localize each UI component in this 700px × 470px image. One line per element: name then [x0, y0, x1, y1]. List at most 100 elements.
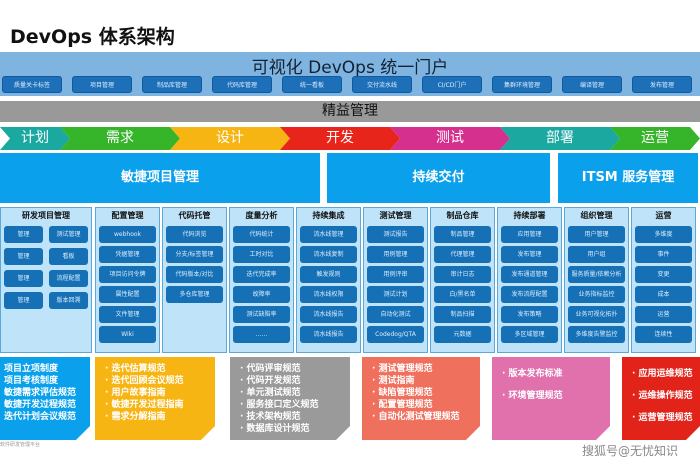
portal-button[interactable]: 项目管理: [72, 76, 132, 93]
module-item[interactable]: 多维度: [635, 226, 692, 243]
module-item[interactable]: 制品管理: [434, 226, 491, 243]
module-item[interactable]: 多仓库管理: [166, 286, 223, 303]
module-item[interactable]: 元数据: [434, 326, 491, 343]
footer-text: 软件研发管理平台: [0, 442, 41, 448]
portal-button[interactable]: 制品库管理: [142, 76, 202, 93]
note-item: · 缺陷管理规范: [372, 388, 433, 398]
note-item: · 代码开发规范: [240, 376, 301, 386]
portal-button[interactable]: 质量关卡标签: [2, 76, 62, 93]
module-item[interactable]: 发布流程配置: [501, 286, 558, 303]
module-item[interactable]: 流水线权限: [300, 286, 357, 303]
module-column: 组织管理用户管理用户组服务质量/依赖分析业务指标监控业务可视化拓扑多维度告警监控: [564, 207, 629, 353]
module-item[interactable]: 制品扫描: [434, 306, 491, 323]
note-item: 敏捷需求评估规范: [4, 388, 77, 398]
module-item[interactable]: 流水线管理: [300, 226, 357, 243]
module-item[interactable]: 业务指标监控: [568, 286, 625, 303]
note-item: · 用户故事指南: [105, 388, 166, 398]
module-item[interactable]: 流水线报告: [300, 326, 357, 343]
module-item[interactable]: 用户组: [568, 246, 625, 263]
module-item[interactable]: 凭据管理: [99, 246, 156, 263]
module-item[interactable]: 文件管理: [99, 306, 156, 323]
module-item[interactable]: 发布管理: [501, 246, 558, 263]
module-item[interactable]: 分支/标签管理: [166, 246, 223, 263]
module-column: 代码托管代码浏览分支/标签管理代码版本/对比多仓库管理: [162, 207, 227, 353]
portal-button[interactable]: 交付流水线: [352, 76, 412, 93]
module-item[interactable]: 测试计划: [367, 286, 424, 303]
module-item[interactable]: 发布通道管理: [501, 266, 558, 283]
standards-note: · 迭代估算规范· 迭代回顾会议规范· 用户故事指南· 敏捷开发过程指南· 需求…: [95, 357, 215, 440]
note-item: · 应用运维规范: [632, 369, 693, 379]
module-item[interactable]: 管理: [4, 270, 43, 287]
module-item[interactable]: 发布策略: [501, 306, 558, 323]
module-item[interactable]: 白/黑名单: [434, 286, 491, 303]
module-item[interactable]: 项目访问令牌: [99, 266, 156, 283]
module-item[interactable]: 代码统计: [233, 226, 290, 243]
module-item[interactable]: 审计日志: [434, 266, 491, 283]
module-item[interactable]: 管理: [4, 226, 43, 243]
note-item: · 代码评审规范: [240, 364, 301, 374]
column-title: 组织管理: [580, 211, 613, 220]
module-item[interactable]: Codedog/QTA: [367, 326, 424, 343]
module-item[interactable]: 流程配置: [49, 270, 88, 287]
module-item[interactable]: 用例管理: [367, 246, 424, 263]
portal-title: 可视化 DevOps 统一门户: [251, 58, 449, 78]
module-item[interactable]: 多区域管理: [501, 326, 558, 343]
module-item[interactable]: 代码浏览: [166, 226, 223, 243]
module-item[interactable]: 代码版本/对比: [166, 266, 223, 283]
page-title: DevOps 体系架构: [10, 26, 175, 48]
note-item: · 运维操作规范: [632, 391, 693, 401]
note-item: 迭代计划会议规范: [4, 412, 77, 422]
module-item[interactable]: 多维度告警监控: [568, 326, 625, 343]
portal-button[interactable]: 代码库管理: [212, 76, 272, 93]
module-item[interactable]: 测试缺陷率: [233, 306, 290, 323]
module-item[interactable]: 触发规则: [300, 266, 357, 283]
portal-button[interactable]: 统一看板: [282, 76, 342, 93]
module-item[interactable]: 业务可视化拓扑: [568, 306, 625, 323]
portal-button[interactable]: 发布管理: [632, 76, 692, 93]
module-item[interactable]: 连续性: [635, 326, 692, 343]
portal-button[interactable]: CI/CD门户: [422, 76, 482, 93]
phase-5: 部署: [500, 127, 620, 150]
column-title: 测试管理: [379, 211, 412, 220]
module-item[interactable]: 属性配置: [99, 286, 156, 303]
module-item[interactable]: Wiki: [99, 326, 156, 343]
module-item[interactable]: 管理: [4, 292, 43, 309]
module-item[interactable]: 成本: [635, 286, 692, 303]
module-item[interactable]: 测试管理: [49, 226, 88, 243]
standards-note: · 版本发布标准· 环境管理规范: [492, 357, 610, 440]
note-item: · 技术架构规范: [240, 412, 301, 422]
module-item[interactable]: 代理管理: [434, 246, 491, 263]
module-item[interactable]: 测试报告: [367, 226, 424, 243]
column-title: 持续部署: [513, 211, 546, 220]
module-item[interactable]: 用例评审: [367, 266, 424, 283]
module-item[interactable]: 流水线报告: [300, 306, 357, 323]
phase-1: 需求: [60, 127, 180, 150]
pillar: ITSM 服务管理: [558, 153, 698, 203]
module-item[interactable]: 迭代完成率: [233, 266, 290, 283]
module-item[interactable]: 自动化测试: [367, 306, 424, 323]
standards-note: · 代码评审规范· 代码开发规范· 单元测试规范· 服务接口定义规范· 技术架构…: [230, 357, 350, 440]
portal-button[interactable]: 集群环境管理: [492, 76, 552, 93]
module-item[interactable]: 管理: [4, 248, 43, 265]
module-item[interactable]: 看板: [49, 248, 88, 265]
module-item[interactable]: 故障率: [233, 286, 290, 303]
standards-note: 项目立项制度项目考核制度敏捷需求评估规范敏捷开发过程规范迭代计划会议规范: [0, 357, 90, 440]
module-item[interactable]: 变更: [635, 266, 692, 283]
portal-button[interactable]: 编译管理: [562, 76, 622, 93]
column-title: 研发项目管理: [22, 211, 70, 220]
module-item[interactable]: 应用管理: [501, 226, 558, 243]
note-item: · 运营管理规范: [632, 413, 693, 423]
module-item[interactable]: ……: [233, 326, 290, 343]
module-item[interactable]: 运营: [635, 306, 692, 323]
module-item[interactable]: 版本回溯: [49, 292, 88, 309]
module-item[interactable]: webhook: [99, 226, 156, 243]
module-column: 制品仓库制品管理代理管理审计日志白/黑名单制品扫描元数据: [430, 207, 495, 353]
module-item[interactable]: 工时对比: [233, 246, 290, 263]
column-title: 运营: [655, 211, 672, 220]
module-item[interactable]: 用户管理: [568, 226, 625, 243]
module-item[interactable]: 服务质量/依赖分析: [568, 266, 625, 283]
module-item[interactable]: 流水线复制: [300, 246, 357, 263]
note-item: · 配置管理规范: [372, 400, 433, 410]
module-item[interactable]: 事件: [635, 246, 692, 263]
